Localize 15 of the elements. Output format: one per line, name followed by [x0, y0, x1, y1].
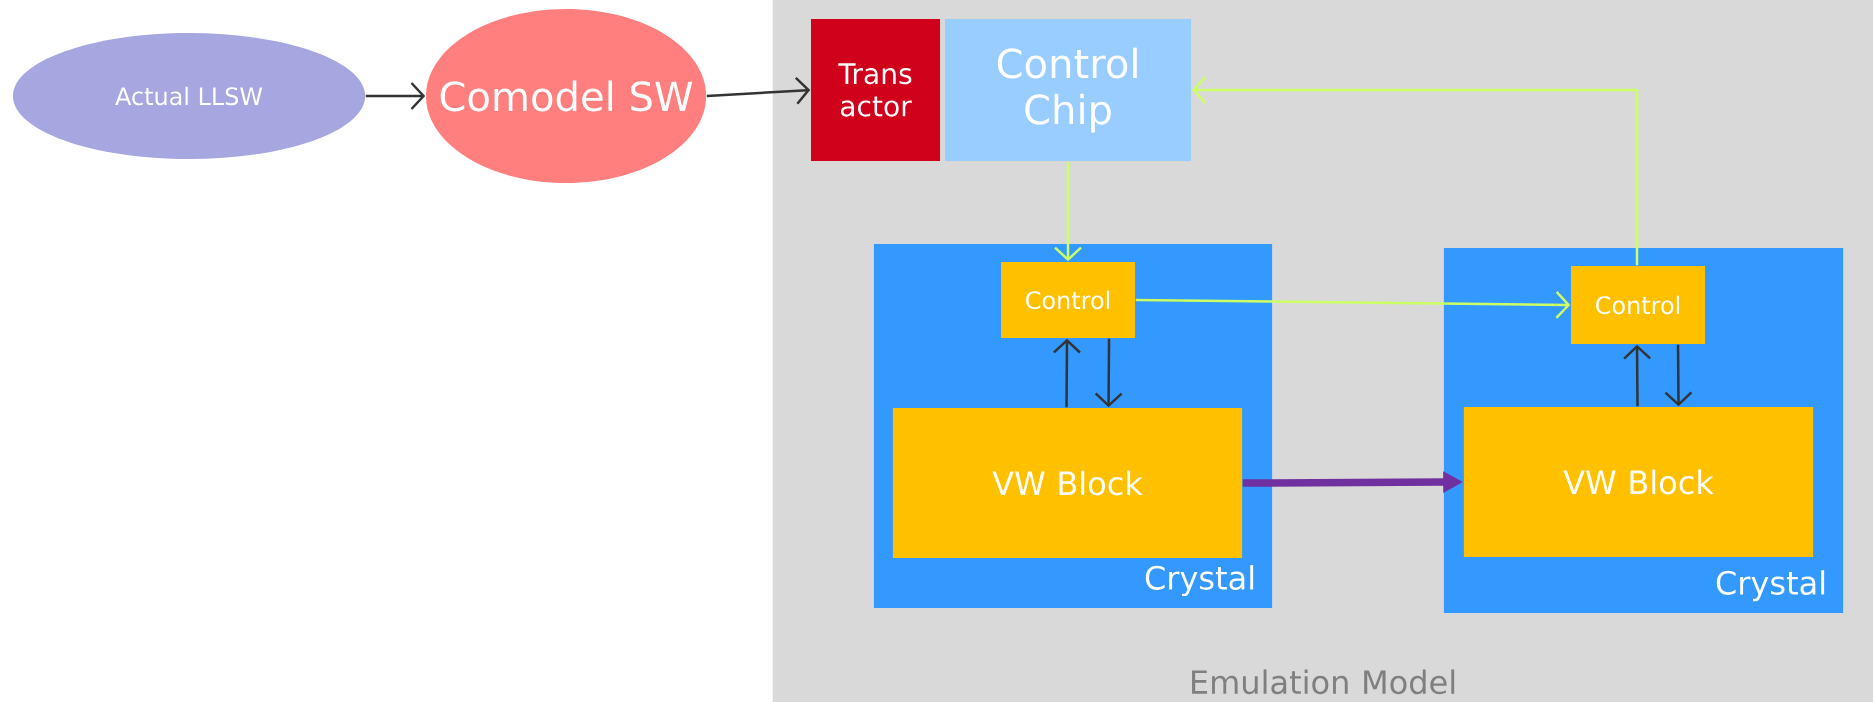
chip-box: Control Chip — [944, 18, 1192, 162]
arrow — [1664, 344, 1693, 407]
transactor-box: Trans actor — [811, 18, 941, 162]
control-box: Control — [1001, 262, 1136, 339]
arrow — [1053, 338, 1081, 408]
block-box: VW Block — [1463, 406, 1814, 558]
arrow — [365, 82, 426, 110]
arrow — [1054, 161, 1082, 262]
arrow — [706, 76, 811, 105]
arrow — [1623, 344, 1651, 407]
arrow — [1094, 338, 1123, 408]
block-box: VW Block — [892, 407, 1243, 559]
arrow — [1135, 291, 1571, 319]
control-box: Control — [1570, 266, 1706, 345]
arrow — [1191, 76, 1639, 266]
